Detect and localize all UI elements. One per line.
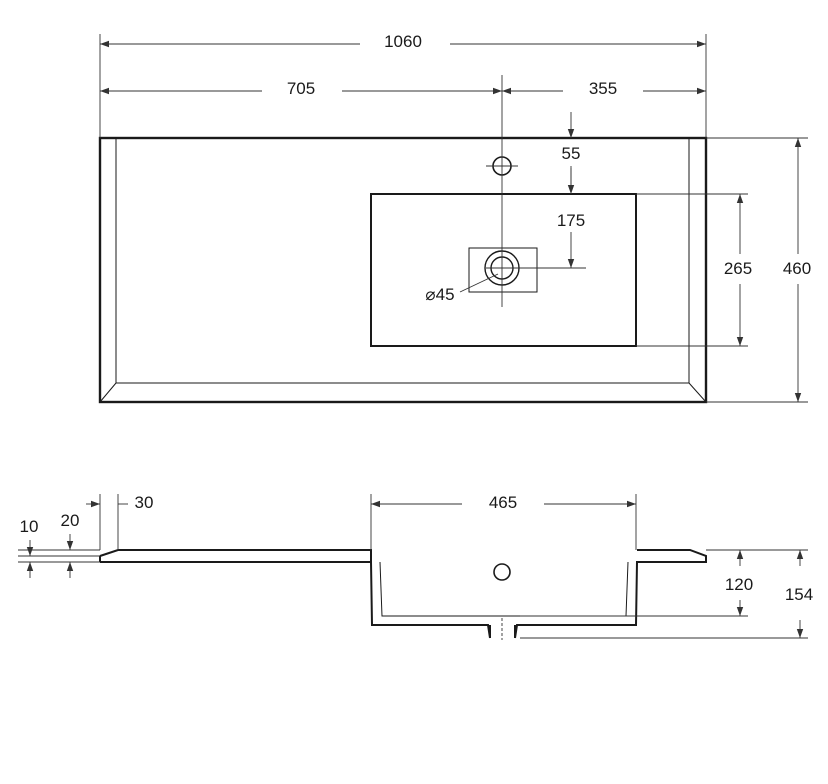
dim-overall-width: 1060	[384, 32, 422, 51]
dim-drain-diameter: ⌀45	[425, 285, 454, 304]
side-view: 465 30 20 10 120 154	[18, 493, 813, 640]
countertop-outline	[98, 136, 708, 404]
dim-total-height: 154	[785, 585, 813, 604]
dim-right-offset: 355	[589, 79, 617, 98]
overflow-hole	[493, 563, 511, 581]
side-profile	[99, 549, 707, 639]
dim-tap-offset: 55	[562, 144, 581, 163]
dim-left-offset: 705	[287, 79, 315, 98]
dim-bowl-depth: 265	[724, 259, 752, 278]
drain-plate	[468, 247, 538, 293]
top-view: 1060 705 355 55 175 265 460 ⌀45	[98, 32, 811, 404]
drain-leader	[459, 273, 499, 293]
dim-bowl-to-drain: 175	[557, 211, 585, 230]
basin-outline	[370, 193, 637, 347]
bevel-corner-right	[688, 382, 707, 403]
dim-bowl-width: 465	[489, 493, 517, 512]
countertop-bevel	[115, 138, 690, 384]
bowl-inner-wall	[379, 561, 629, 617]
dim-bowl-height: 120	[725, 575, 753, 594]
dim-lip-20: 20	[61, 511, 80, 530]
bevel-corner-left	[99, 382, 117, 403]
dim-lip-10: 10	[20, 517, 39, 536]
dim-edge-30: 30	[135, 493, 154, 512]
dim-overall-depth: 460	[783, 259, 811, 278]
